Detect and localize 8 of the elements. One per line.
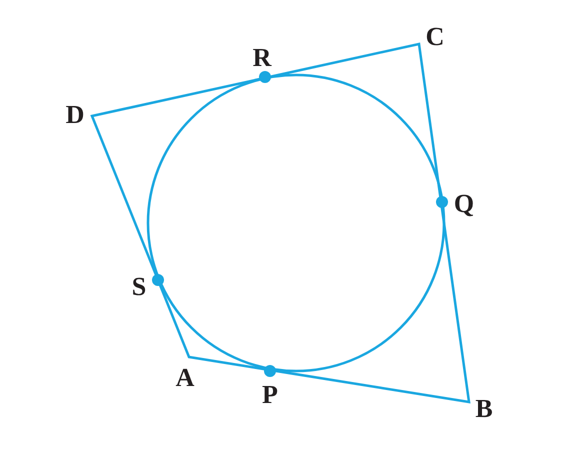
point-label: D	[66, 102, 84, 128]
point-label: P	[262, 382, 278, 408]
point-label: B	[475, 396, 493, 422]
point-label: R	[252, 45, 272, 71]
point-label: Q	[454, 191, 474, 217]
point-label: C	[426, 24, 444, 50]
point-label: A	[176, 365, 194, 391]
point-label: S	[132, 274, 146, 300]
